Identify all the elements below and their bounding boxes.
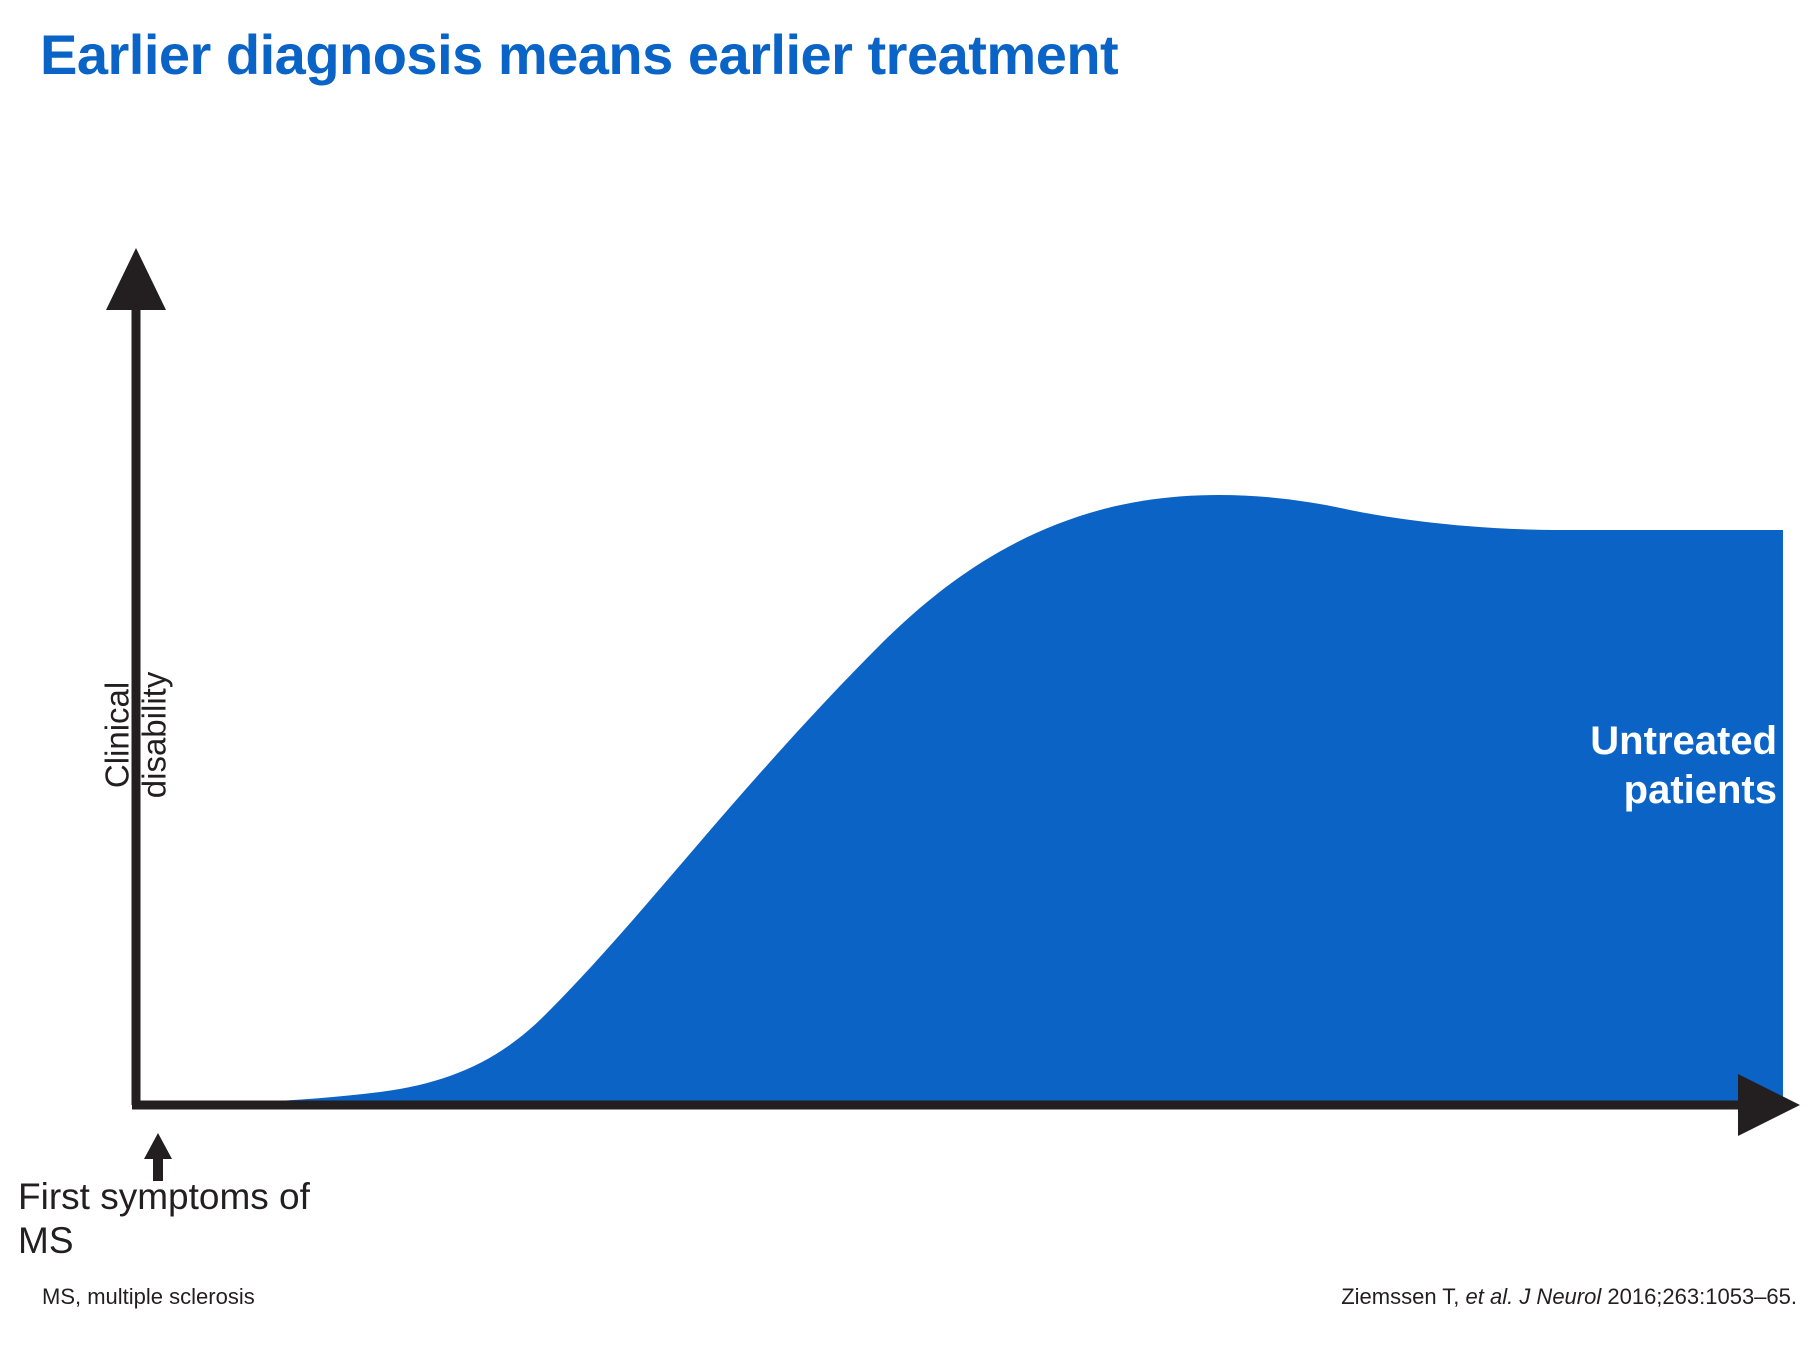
first-symptoms-caption: First symptoms of MS [18, 1175, 348, 1262]
abbreviation-footnote: MS, multiple sclerosis [42, 1284, 255, 1309]
citation-footnote: Ziemssen T, et al. J Neurol 2016;263:105… [1341, 1284, 1797, 1310]
first-symptoms-up-arrow-icon [144, 1133, 172, 1181]
chart-area: Clinical disability Untreated patients [0, 120, 1819, 1170]
citation-journal: et al. J Neurol [1465, 1284, 1602, 1309]
page-title: Earlier diagnosis means earlier treatmen… [40, 23, 1119, 86]
citation-volume-pages: 2016;263:1053–65. [1601, 1284, 1797, 1309]
citation-author: Ziemssen T, [1341, 1284, 1466, 1309]
y-axis-arrow-icon [106, 248, 166, 310]
first-symptoms-caption-line1: First symptoms of [18, 1176, 310, 1217]
untreated-patients-area [140, 494, 1783, 1106]
x-axis-arrow-icon [1738, 1074, 1800, 1136]
first-symptoms-caption-line2: MS [18, 1219, 74, 1261]
disability-progression-chart [106, 248, 1800, 1136]
